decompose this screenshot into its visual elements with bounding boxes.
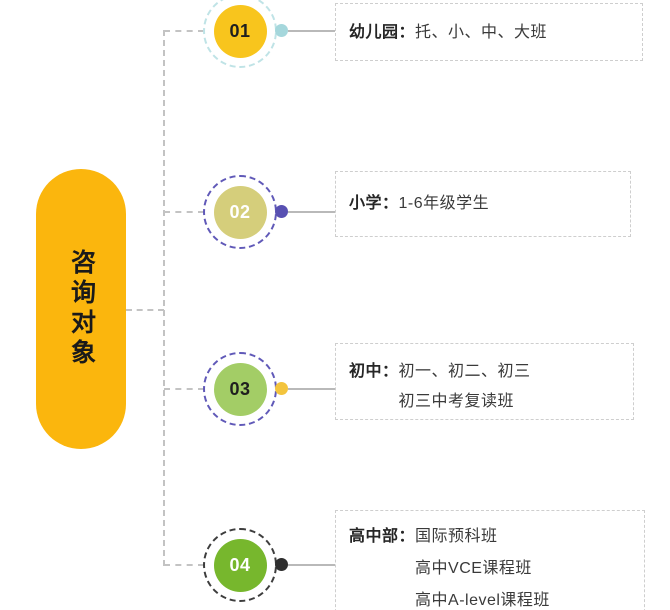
branch-line: 高中A-level课程班	[415, 592, 550, 609]
branch-line: 高中VCE课程班	[415, 560, 532, 577]
branch-number-2: 02	[229, 201, 251, 222]
branch-label-2: 小学：	[349, 195, 399, 212]
branch-node-circle-4: 04	[213, 538, 267, 592]
branch-label-3: 初中：	[349, 363, 399, 380]
branch-connector-4	[164, 564, 204, 566]
branch-link-line-2	[288, 211, 335, 213]
branch-node-ring-3: 03	[203, 352, 277, 426]
branch-box-4: 高中部： 国际预科班 高中VCE课程班 高中A-level课程班	[335, 510, 645, 610]
branch-line: 初三中考复读班	[398, 393, 515, 410]
branch-line: 托、小、中、大班	[415, 24, 548, 41]
branch-box-2: 小学： 1-6年级学生	[335, 171, 631, 237]
branch-node-ring-4: 04	[203, 528, 277, 602]
root-label: 咨询对象	[67, 249, 96, 369]
branch-connector-1	[164, 30, 204, 32]
branch-node-circle-2: 02	[213, 185, 267, 239]
branch-link-line-3	[288, 388, 335, 390]
branch-box-1: 幼儿园： 托、小、中、大班	[335, 3, 643, 61]
branch-line: 1-6年级学生	[398, 195, 490, 212]
branch-connector-3	[164, 388, 204, 390]
branch-link-line-1	[288, 30, 335, 32]
branch-label-4: 高中部：	[349, 528, 416, 545]
branch-number-4: 04	[229, 554, 251, 575]
spine-connector	[163, 30, 165, 566]
branch-line: 初一、初二、初三	[398, 363, 531, 380]
branch-number-3: 03	[229, 378, 251, 399]
branch-node-dot-3	[275, 382, 288, 395]
branch-number-1: 01	[229, 20, 251, 41]
branch-node-ring-2: 02	[203, 175, 277, 249]
branch-line: 国际预科班	[415, 528, 498, 545]
root-connector	[126, 309, 164, 311]
branch-node-circle-1: 01	[213, 4, 267, 58]
branch-node-circle-3: 03	[213, 362, 267, 416]
branch-node-ring-1: 01	[203, 0, 277, 68]
consult-target-pill: 咨询对象	[36, 169, 126, 449]
branch-connector-2	[164, 211, 204, 213]
branch-node-dot-2	[275, 205, 288, 218]
branch-node-dot-1	[275, 24, 288, 37]
branch-node-dot-4	[275, 558, 288, 571]
branch-label-1: 幼儿园：	[349, 24, 416, 41]
branch-box-3: 初中： 初一、初二、初三 初三中考复读班	[335, 343, 634, 420]
branch-link-line-4	[288, 564, 335, 566]
